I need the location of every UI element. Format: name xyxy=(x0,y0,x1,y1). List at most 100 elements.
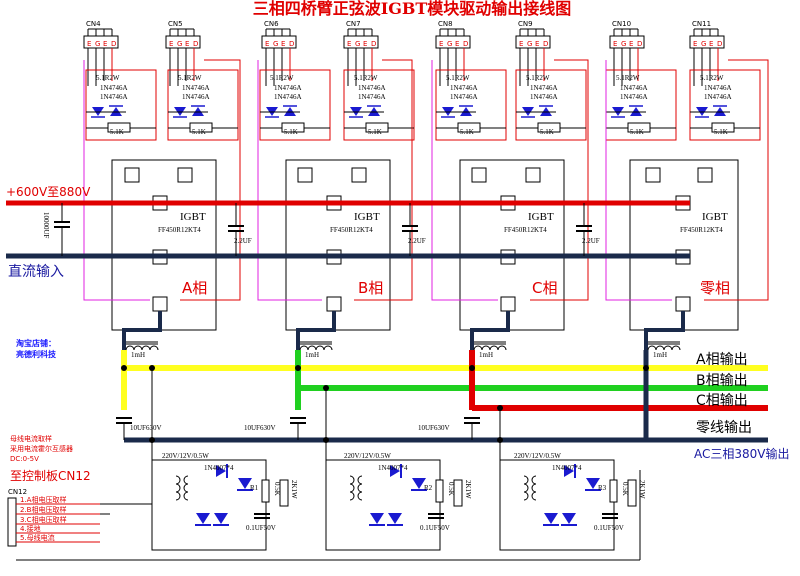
diagram-title: 三相四桥臂正弦波IGBT模块驱动输出接线图 xyxy=(253,0,572,18)
phase-b-label: B相 xyxy=(358,279,383,297)
shop-name: 亮德利科技 xyxy=(16,349,57,359)
connector-cn5[interactable]: CN5 xyxy=(165,20,201,87)
svg-text:2K1W: 2K1W xyxy=(464,480,472,499)
shop-label: 淘宝店铺： xyxy=(16,338,56,348)
connector-label: CN5 xyxy=(168,20,183,28)
svg-text:E: E xyxy=(87,40,91,48)
cn12-item: 1.A相电压取样 xyxy=(20,495,66,504)
svg-text:0.1UF50V: 0.1UF50V xyxy=(246,524,276,532)
sampling-labels: 220V/12V/0.5W 1N4007*4 R1 0.1UF50V 2K1W … xyxy=(162,452,646,532)
svg-text:D: D xyxy=(463,40,468,48)
connector-cn9[interactable]: CN9 xyxy=(515,20,551,87)
svg-text:1N4007*4: 1N4007*4 xyxy=(552,464,582,472)
svg-text:FF450R12KT4: FF450R12KT4 xyxy=(504,226,547,234)
svg-text:1N4746A: 1N4746A xyxy=(704,84,732,92)
svg-text:0.1UF50V: 0.1UF50V xyxy=(420,524,450,532)
svg-text:5.1K: 5.1K xyxy=(110,128,124,136)
connector-cn8[interactable]: CN8 xyxy=(435,20,471,87)
connector-cn6[interactable]: CN6 xyxy=(261,20,297,87)
svg-text:5.1K: 5.1K xyxy=(192,128,206,136)
svg-text:E: E xyxy=(265,40,269,48)
svg-text:E: E xyxy=(347,40,351,48)
svg-text:1N4746A: 1N4746A xyxy=(182,84,210,92)
svg-text:1N4746A: 1N4746A xyxy=(530,84,558,92)
svg-text:G: G xyxy=(273,40,278,48)
svg-text:E: E xyxy=(363,40,367,48)
svg-text:5.1K: 5.1K xyxy=(630,128,644,136)
svg-text:5.1K: 5.1K xyxy=(368,128,382,136)
positive-bus-label: +600V至880V xyxy=(6,185,91,199)
connector-label: CN10 xyxy=(612,20,631,28)
svg-text:IGBT: IGBT xyxy=(354,211,380,223)
cn12-item: 4.接地 xyxy=(20,524,41,533)
svg-text:E: E xyxy=(613,40,617,48)
bus-capacitor-label: 10000UF xyxy=(42,212,50,239)
connector-label: CN6 xyxy=(264,20,279,28)
svg-text:G: G xyxy=(527,40,532,48)
svg-text:220V/12V/0.5W: 220V/12V/0.5W xyxy=(162,452,209,460)
svg-text:5.1K: 5.1K xyxy=(540,128,554,136)
connector-label: CN7 xyxy=(346,20,361,28)
svg-text:2K1W: 2K1W xyxy=(638,480,646,499)
cn12-connector[interactable]: CN12 1.A相电压取样 2.B相电压取样 3.C相电压取样 4.接地 5.母… xyxy=(7,488,100,547)
snubber-cap-label: 2.2UF xyxy=(582,237,600,245)
svg-text:0.5K: 0.5K xyxy=(273,482,281,496)
svg-text:5.1K: 5.1K xyxy=(714,128,728,136)
svg-text:D: D xyxy=(289,40,294,48)
svg-text:R1: R1 xyxy=(250,484,259,492)
svg-text:1N4746A: 1N4746A xyxy=(100,84,128,92)
svg-text:G: G xyxy=(355,40,360,48)
svg-text:1N4746A: 1N4746A xyxy=(100,93,128,101)
svg-text:R2: R2 xyxy=(424,484,433,492)
svg-text:D: D xyxy=(193,40,198,48)
svg-text:0.5K: 0.5K xyxy=(447,482,455,496)
svg-text:5.1R2W: 5.1R2W xyxy=(96,74,120,82)
output-n-label: 零线输出 xyxy=(696,420,752,436)
svg-text:IGBT: IGBT xyxy=(528,211,554,223)
connector-label: CN8 xyxy=(438,20,453,28)
connector-cn11[interactable]: CN11 xyxy=(689,20,725,87)
filter-cap-label: 10UF630V xyxy=(418,424,450,432)
inductor-label: 1mH xyxy=(653,351,667,359)
output-wiring xyxy=(116,311,768,500)
inductor-label: 1mH xyxy=(479,351,493,359)
svg-text:FF450R12KT4: FF450R12KT4 xyxy=(158,226,201,234)
svg-text:5.1R2W: 5.1R2W xyxy=(700,74,724,82)
svg-text:E: E xyxy=(693,40,697,48)
svg-text:D: D xyxy=(111,40,116,48)
svg-text:1N4746A: 1N4746A xyxy=(274,93,302,101)
svg-text:E: E xyxy=(519,40,523,48)
connector-cn7[interactable]: CN7 xyxy=(343,20,379,87)
filter-cap-label: 10UF630V xyxy=(244,424,276,432)
svg-text:0.1UF50V: 0.1UF50V xyxy=(594,524,624,532)
connector-cn4[interactable]: CN4 xyxy=(83,20,119,87)
svg-text:E: E xyxy=(169,40,173,48)
svg-text:FF450R12KT4: FF450R12KT4 xyxy=(680,226,723,234)
svg-text:G: G xyxy=(701,40,706,48)
output-c-label: C相输出 xyxy=(696,393,748,409)
svg-text:FF450R12KT4: FF450R12KT4 xyxy=(330,226,373,234)
sampling-note: 采用电流霍尔互感器 xyxy=(10,444,73,453)
svg-text:IGBT: IGBT xyxy=(180,211,206,223)
svg-text:1N4746A: 1N4746A xyxy=(182,93,210,101)
inductor-label: 1mH xyxy=(131,351,145,359)
connector-label: CN4 xyxy=(86,20,101,28)
connector-cn10[interactable]: CN10 xyxy=(609,20,645,87)
svg-text:1N4746A: 1N4746A xyxy=(530,93,558,101)
svg-text:R3: R3 xyxy=(598,484,607,492)
svg-text:220V/12V/0.5W: 220V/12V/0.5W xyxy=(344,452,391,460)
cn12-item: 5.母线电流 xyxy=(20,533,55,542)
svg-text:E: E xyxy=(439,40,443,48)
output-a-label: A相输出 xyxy=(696,352,748,368)
svg-text:G: G xyxy=(95,40,100,48)
connector-label: CN11 xyxy=(692,20,711,28)
svg-text:D: D xyxy=(543,40,548,48)
svg-text:D: D xyxy=(371,40,376,48)
ac-output-label: AC三相380V输出 xyxy=(694,446,790,461)
sampling-circuits xyxy=(16,459,641,561)
snubber-cap-label: 2.2UF xyxy=(408,237,426,245)
snubber-cap-label: 2.2UF xyxy=(234,237,252,245)
phase-c-label: C相 xyxy=(532,279,557,297)
